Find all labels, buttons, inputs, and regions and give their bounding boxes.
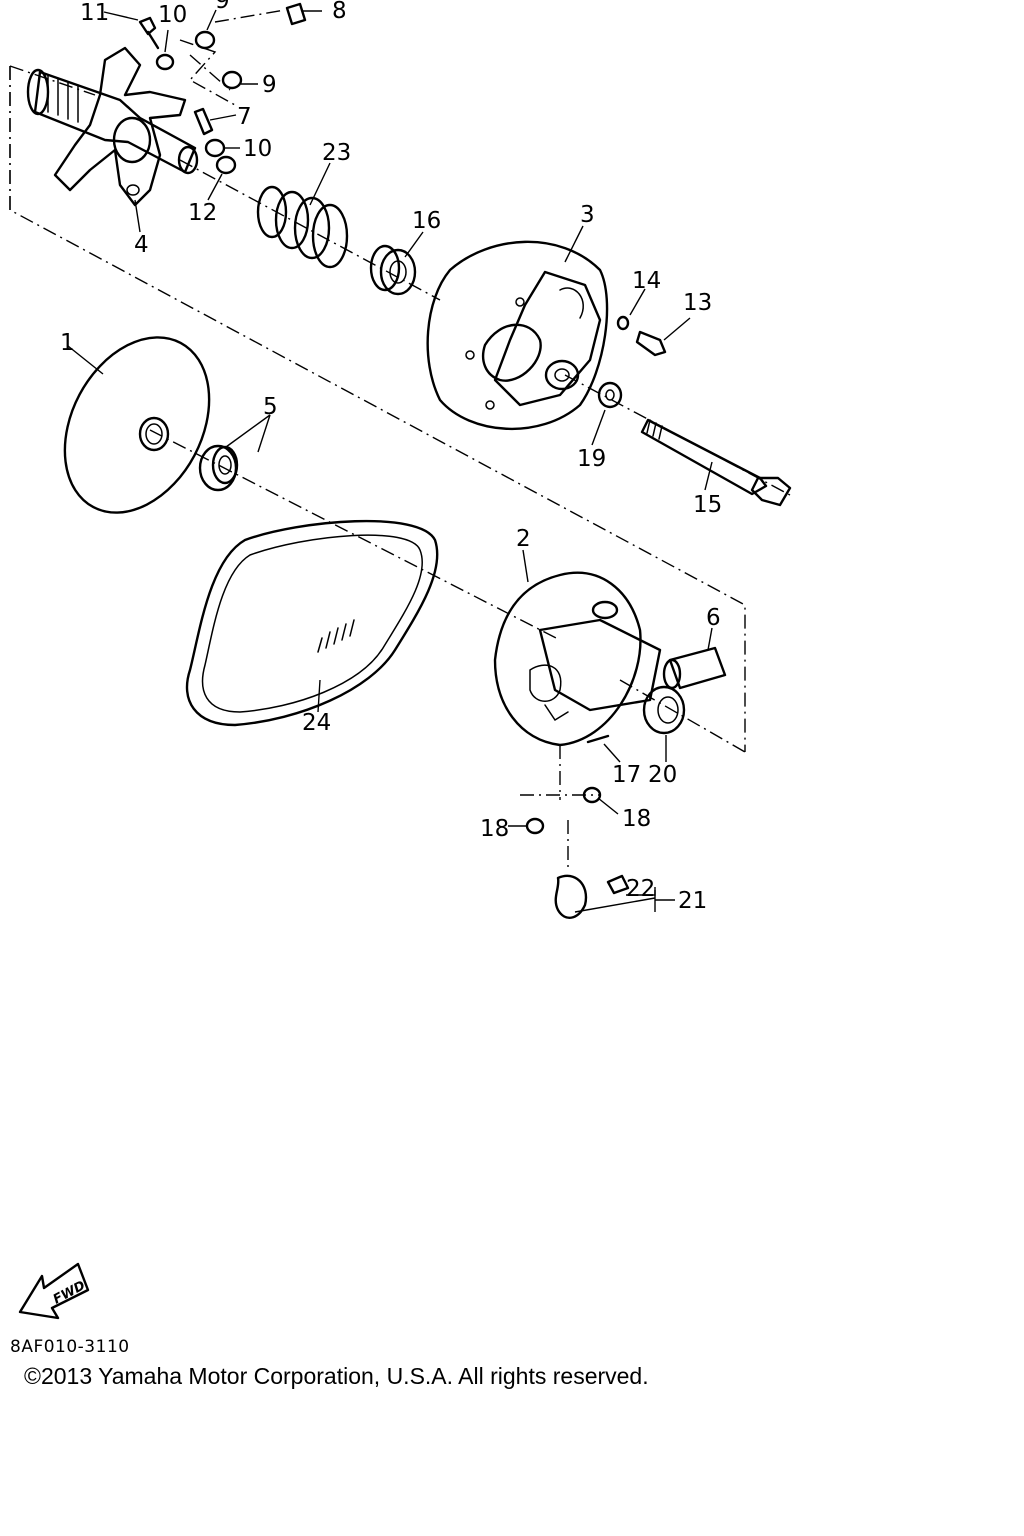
callout-22: 22 xyxy=(626,876,655,902)
hardware-7-12 xyxy=(138,2,307,175)
callout-labels: 11 10 9 8 9 7 10 12 4 23 16 3 14 13 1 5 … xyxy=(60,0,722,914)
callout-10-mid: 10 xyxy=(243,136,272,162)
part-23-spring xyxy=(256,185,349,269)
callout-9-top: 9 xyxy=(215,0,230,14)
fwd-label: FWD xyxy=(51,1278,88,1307)
callout-2: 2 xyxy=(516,526,531,552)
callout-19: 19 xyxy=(577,446,606,472)
part-1-fixed-sheave xyxy=(63,336,211,514)
callout-8: 8 xyxy=(332,0,347,24)
part-24-drive-belt xyxy=(185,519,439,727)
callout-7: 7 xyxy=(237,104,252,130)
fwd-arrow-icon: FWD xyxy=(18,1262,90,1320)
callout-14: 14 xyxy=(632,268,661,294)
callout-4: 4 xyxy=(134,232,149,258)
callout-21: 21 xyxy=(678,888,707,914)
callout-23: 23 xyxy=(322,140,351,166)
callout-6: 6 xyxy=(706,605,721,631)
callout-16: 16 xyxy=(412,208,441,234)
leader-lines xyxy=(67,9,713,913)
callout-11: 11 xyxy=(80,0,109,26)
callout-9-mid: 9 xyxy=(262,72,277,98)
callout-18-left: 18 xyxy=(480,816,509,842)
callout-12: 12 xyxy=(188,200,217,226)
part-16-bushing xyxy=(369,244,417,296)
document-code: 8AF010-3110 xyxy=(10,1337,130,1357)
hardware-13-14-19-15 xyxy=(597,315,792,507)
callout-10-top: 10 xyxy=(158,2,187,28)
callout-20: 20 xyxy=(648,762,677,788)
copyright-notice: ©2013 Yamaha Motor Corporation, U.S.A. A… xyxy=(24,1363,649,1389)
callout-13: 13 xyxy=(683,290,712,316)
part-4-spider-shaft xyxy=(26,46,199,207)
callout-17: 17 xyxy=(612,762,641,788)
callout-5: 5 xyxy=(263,394,278,420)
part-5-bushing xyxy=(198,444,239,492)
callout-3: 3 xyxy=(580,202,595,228)
callout-15: 15 xyxy=(693,492,722,518)
part-2-secondary-sheave xyxy=(493,571,662,747)
assembly-frame xyxy=(9,65,746,752)
callout-18-right: 18 xyxy=(622,806,651,832)
callout-24: 24 xyxy=(302,710,331,736)
part-3-movable-sheave xyxy=(426,240,609,430)
callout-1: 1 xyxy=(60,330,75,356)
